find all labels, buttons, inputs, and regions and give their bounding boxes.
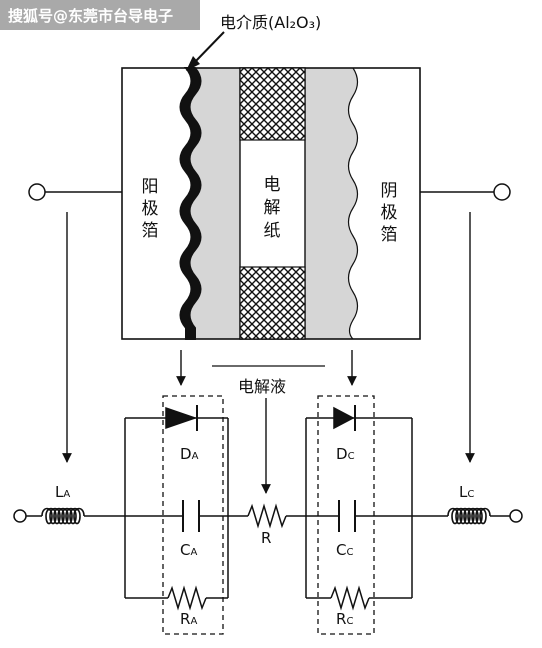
cathode-cell-dashed-box xyxy=(317,395,375,635)
dielectric-pointer-line xyxy=(192,31,225,65)
watermark-background xyxy=(0,0,200,30)
label-ra: RA xyxy=(180,610,197,628)
anode-foil-label-2: 极 xyxy=(142,199,159,219)
label-rc: RC xyxy=(336,610,353,628)
diode-da xyxy=(165,406,198,430)
cathode-foil-label-2: 极 xyxy=(381,203,398,223)
diode-dc xyxy=(333,406,355,430)
cathode-electrolyte-region xyxy=(305,68,358,339)
paper-hatch-top xyxy=(239,67,306,141)
watermark-text: 搜狐号@东莞市台导电子 xyxy=(8,7,173,25)
label-da: DA xyxy=(180,445,199,463)
inductor-lc xyxy=(447,507,491,525)
resistor-r xyxy=(247,503,287,529)
label-lc: LC xyxy=(459,483,474,501)
equivalent-circuit xyxy=(13,395,523,635)
anode-foil-label-1: 阳 xyxy=(142,177,159,197)
paper-label-2: 解 xyxy=(264,198,281,218)
label-dc: DC xyxy=(336,445,355,463)
watermark: 搜狐号@东莞市台导电子 xyxy=(0,0,200,30)
right-circuit-terminal xyxy=(509,509,523,523)
paper-hatch-bottom xyxy=(239,266,306,340)
component-labels: LA DA CA RA R DC CC RC LC xyxy=(55,445,474,628)
cathode-foil-label-3: 箔 xyxy=(381,225,398,245)
inductor-la xyxy=(41,507,85,525)
left-circuit-terminal xyxy=(13,509,27,523)
resistor-rc xyxy=(330,585,370,611)
cathode-foil-label-1: 阴 xyxy=(381,181,398,201)
cathode-terminal xyxy=(493,183,511,201)
resistor-ra xyxy=(167,585,207,611)
paper-label-1: 电 xyxy=(264,175,281,195)
cathode-foil-edge xyxy=(347,67,359,340)
label-ca: CA xyxy=(180,541,197,559)
dielectric-label: 电介质(Al₂O₃) xyxy=(220,13,321,32)
dielectric-layer xyxy=(179,67,202,340)
label-r: R xyxy=(261,529,271,547)
label-la: LA xyxy=(55,483,70,501)
paper-label-3: 纸 xyxy=(264,221,281,241)
anode-foil-label-3: 箔 xyxy=(142,221,159,241)
dielectric-pointer-head xyxy=(186,56,200,71)
capacitor-cross-section: 阳 极 箔 电 解 纸 阴 极 箔 xyxy=(121,67,421,340)
anode-terminal xyxy=(28,183,46,201)
label-cc: CC xyxy=(336,541,353,559)
anode-cell-dashed-box xyxy=(162,395,224,635)
anode-electrolyte-region xyxy=(189,68,240,339)
electrolyte-label: 电解液 xyxy=(238,377,286,396)
